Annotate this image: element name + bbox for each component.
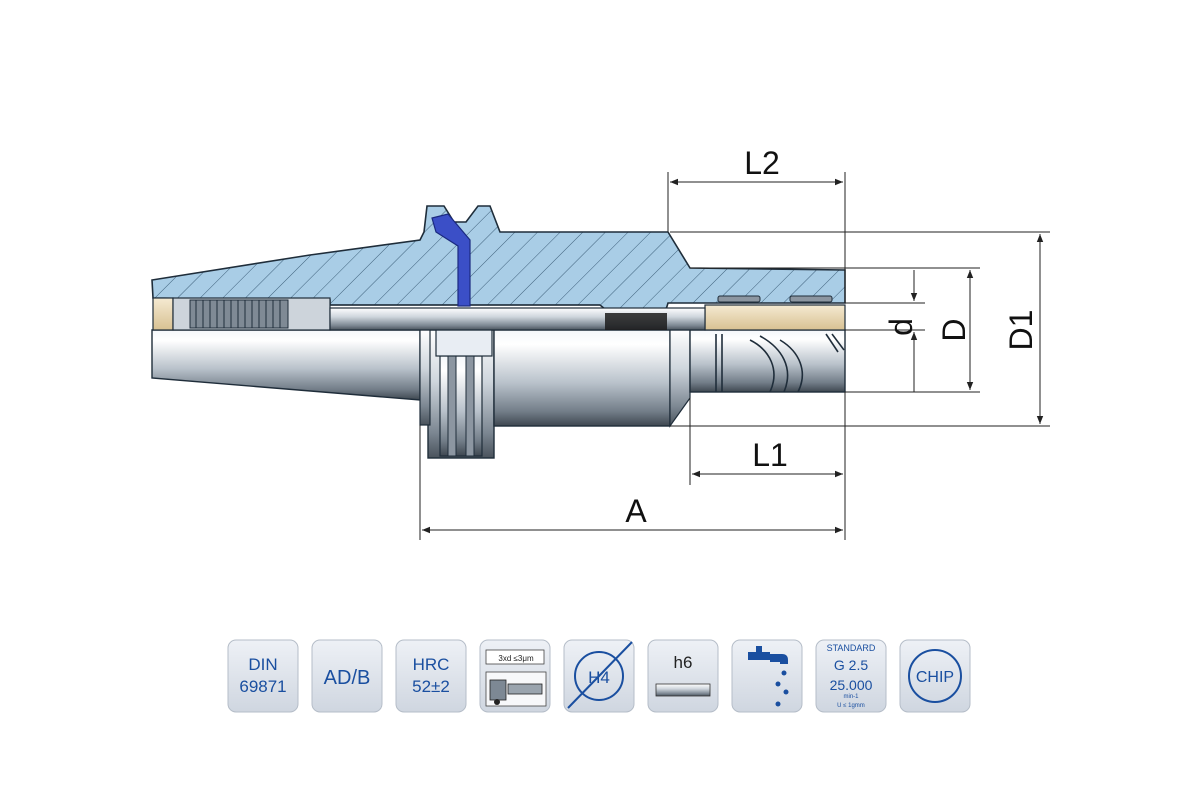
badge-chip: CHIP	[899, 639, 971, 713]
svg-text:52±2: 52±2	[412, 677, 450, 696]
svg-text:H4: H4	[588, 668, 610, 687]
clamping-sleeve	[704, 304, 846, 331]
svg-text:HRC: HRC	[413, 655, 450, 674]
dim-label-D1: D1	[1003, 310, 1039, 351]
badge-balance: STANDARD G 2.5 25.000 min-1 U ≤ 1gmm	[815, 639, 887, 713]
coolant-channel	[431, 213, 471, 307]
svg-text:3xd ≤3μm: 3xd ≤3μm	[498, 654, 534, 663]
tolerance-circle-icon	[567, 641, 633, 709]
dimension-lines	[419, 172, 1050, 540]
svg-text:CHIP: CHIP	[916, 669, 954, 686]
dim-label-d: d	[883, 318, 919, 336]
badge-coolant	[731, 639, 803, 713]
badge-din: DIN 69871	[227, 639, 299, 713]
svg-text:G 2.5: G 2.5	[834, 657, 868, 673]
svg-text:min-1: min-1	[843, 694, 859, 700]
internal-thread	[172, 297, 331, 331]
svg-text:DIN: DIN	[248, 655, 277, 674]
badge-h6: h6	[647, 639, 719, 713]
runout-gauge-icon	[485, 671, 547, 707]
svg-text:69871: 69871	[239, 677, 286, 696]
shank-bar-icon	[655, 683, 711, 697]
dimension-labels: L2 L1 A d D D1	[625, 145, 1039, 529]
dim-label-L2: L2	[744, 145, 780, 181]
svg-text:STANDARD: STANDARD	[827, 643, 876, 653]
dim-label-L1: L1	[752, 437, 788, 473]
badge-h4: H4	[563, 639, 635, 713]
badge-adb: AD/B	[311, 639, 383, 713]
dim-label-D: D	[936, 318, 972, 341]
dim-label-A: A	[625, 493, 647, 529]
shank-lower-half	[151, 329, 846, 459]
svg-text:U ≤ 1gmm: U ≤ 1gmm	[837, 703, 865, 709]
svg-text:AD/B: AD/B	[324, 667, 371, 689]
badge-hrc: HRC 52±2	[395, 639, 467, 713]
svg-text:25.000: 25.000	[830, 677, 873, 693]
tap-water-icon	[748, 646, 789, 707]
svg-text:h6: h6	[674, 653, 693, 672]
badge-runout: 3xd ≤3μm	[479, 639, 551, 713]
pull-stud-insert	[152, 297, 174, 331]
feature-badges: DIN 69871 AD/B HRC 52±2 3xd ≤3μm	[227, 639, 971, 713]
